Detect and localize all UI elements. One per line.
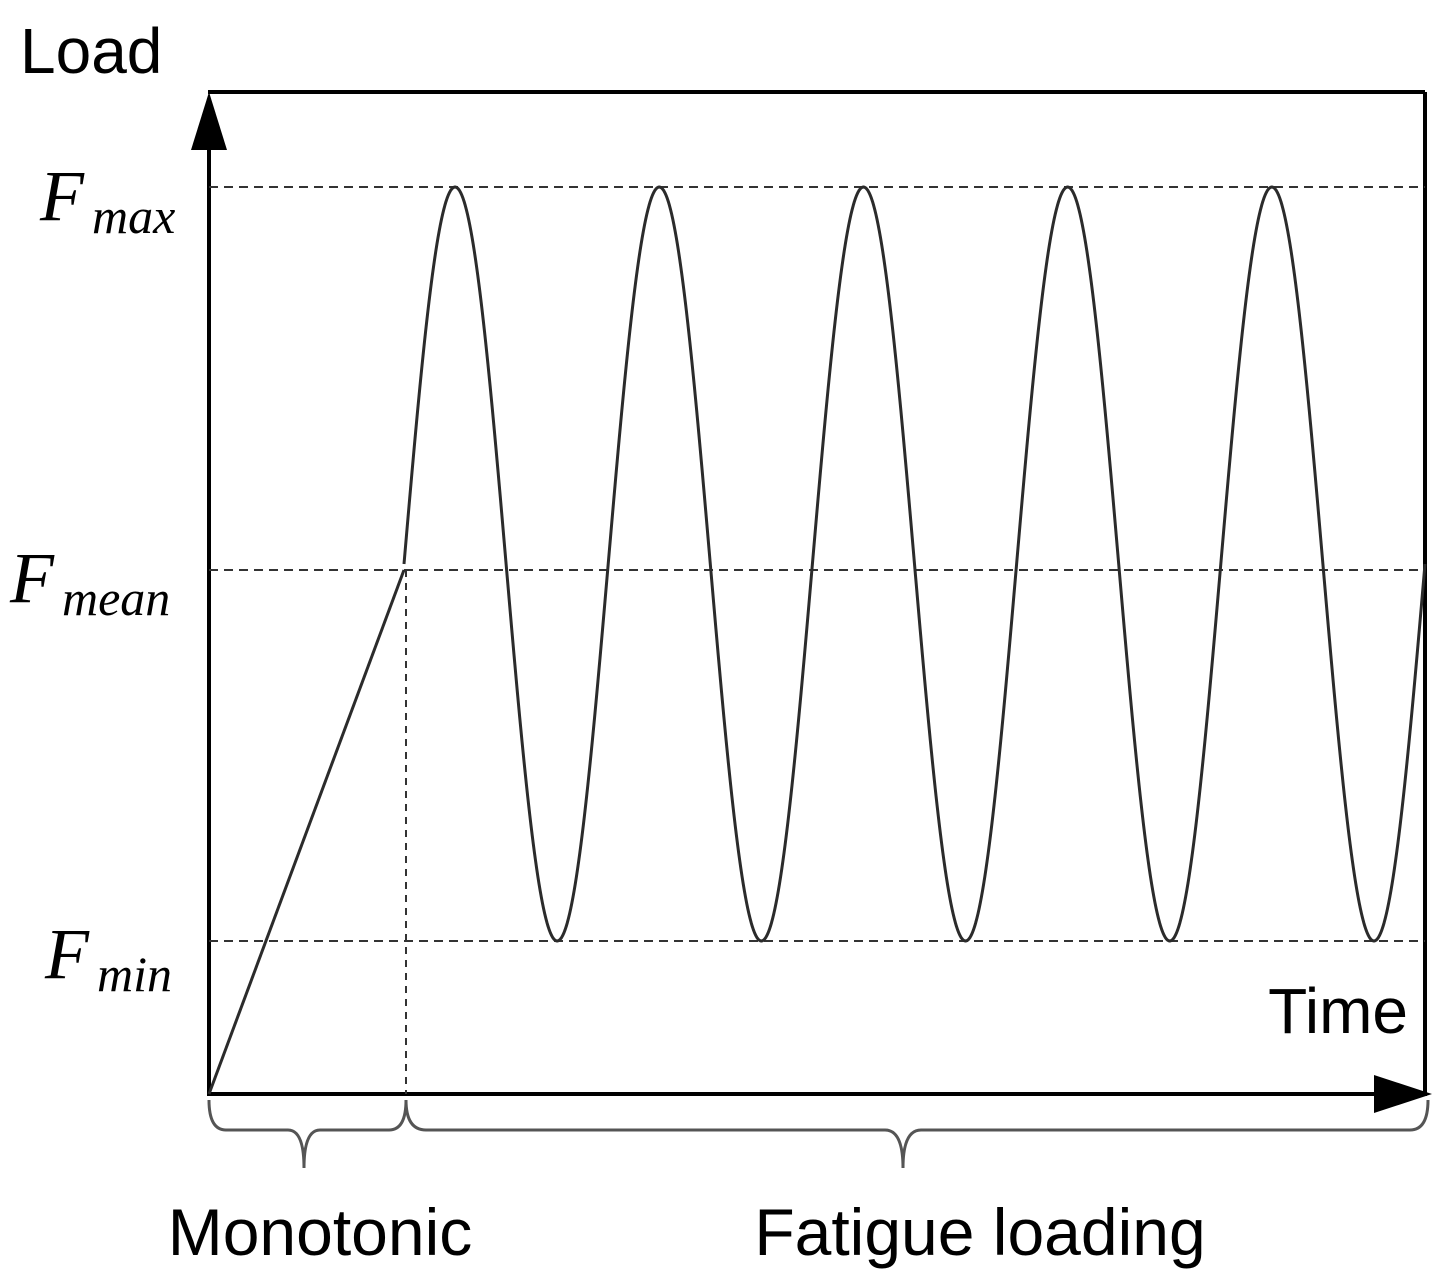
monotonic-ramp (207, 569, 406, 1095)
level-subscript: max (92, 188, 175, 244)
y-axis-title: Load (20, 15, 162, 87)
y-axis-arrow-icon (191, 92, 227, 150)
level-label-max: F max (39, 156, 175, 244)
level-label-mean: F mean (9, 538, 170, 626)
fatigue-waveform (402, 185, 1427, 943)
level-symbol: F (39, 156, 85, 236)
level-subscript: mean (62, 570, 170, 626)
level-subscript: min (97, 946, 172, 1002)
x-axis-arrow-icon (1374, 1075, 1432, 1113)
level-symbol: F (9, 538, 55, 618)
level-label-min: F min (44, 914, 172, 1002)
x-axis-title: Time (1268, 975, 1408, 1047)
monotonic-brace (207, 1099, 408, 1169)
fatigue-label: Fatigue loading (754, 1195, 1205, 1269)
fatigue-brace (404, 1099, 1430, 1169)
monotonic-label: Monotonic (168, 1195, 473, 1269)
level-symbol: F (44, 914, 90, 994)
